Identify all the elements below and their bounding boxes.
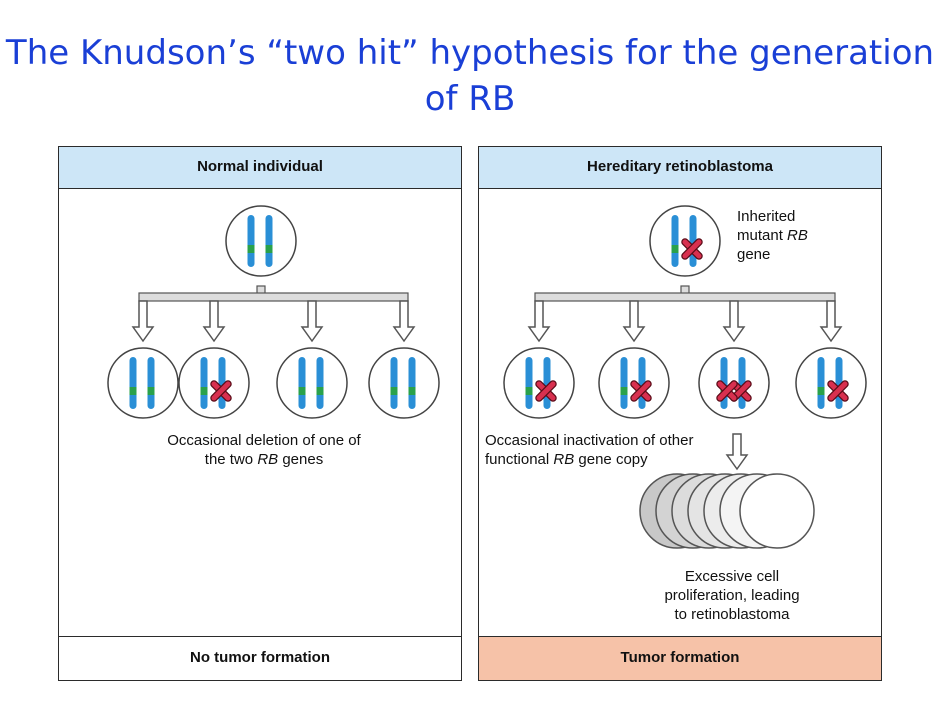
rb-gene-band: [265, 245, 273, 253]
diagram-normal-individual: [107, 205, 440, 419]
rb-gene-band: [525, 387, 533, 395]
down-arrow-icon: [725, 433, 749, 471]
branch-bar: [534, 292, 836, 302]
proliferation-label: Excessive cell proliferation, leading to…: [664, 568, 800, 623]
panel-hereditary-retinoblastoma: Hereditary retinoblastoma Inherited muta…: [478, 146, 882, 681]
chromosome: [817, 357, 825, 409]
chromosome: [390, 357, 398, 409]
chromosome: [408, 357, 416, 409]
rb-gene-band: [390, 387, 398, 395]
rb-gene-band: [247, 245, 255, 253]
chromosome: [200, 357, 208, 409]
mutation-x-icon: [827, 380, 849, 402]
rb-gene-band: [620, 387, 628, 395]
chromosome: [129, 357, 137, 409]
panel-footer: Tumor formation: [479, 636, 881, 680]
rb-gene-band: [316, 387, 324, 395]
down-arrow-icon: [202, 300, 226, 343]
panel-footer: No tumor formation: [59, 636, 461, 680]
chromosome: [316, 357, 324, 409]
panel-normal-individual: Normal individual Occasional deletion of…: [58, 146, 462, 681]
diagram-hereditary-retinoblastoma: [503, 205, 867, 549]
mutation-x-icon: [681, 238, 703, 260]
rb-gene-band: [147, 387, 155, 395]
chromosome: [298, 357, 306, 409]
down-arrow-icon: [300, 300, 324, 343]
down-arrow-icon: [819, 300, 843, 343]
chromosome: [247, 215, 255, 267]
down-arrow-icon: [392, 300, 416, 343]
rb-gene-band: [129, 387, 137, 395]
rb-gene-band: [671, 245, 679, 253]
panel-header: Normal individual: [59, 147, 461, 189]
chromosome: [671, 215, 679, 267]
mutation-x-icon: [210, 380, 232, 402]
down-arrow-icon: [527, 300, 551, 343]
chromosome: [265, 215, 273, 267]
rb-gene-band: [408, 387, 416, 395]
rb-gene-band: [817, 387, 825, 395]
chromosome: [147, 357, 155, 409]
cell: [368, 347, 440, 419]
cell: [276, 347, 348, 419]
down-arrow-icon: [722, 300, 746, 343]
mutation-x-icon: [630, 380, 652, 402]
chromosome: [620, 357, 628, 409]
tumor-cell: [739, 473, 815, 549]
branch-bar: [138, 292, 409, 302]
slide-title: The Knudson’s “two hit” hypothesis for t…: [5, 33, 935, 119]
cell: [225, 205, 297, 277]
down-arrow-icon: [131, 300, 155, 343]
inactivation-label: Occasional inactivation of other functio…: [485, 432, 694, 468]
chromosome: [525, 357, 533, 409]
panel-header: Hereditary retinoblastoma: [479, 147, 881, 189]
down-arrow-icon: [622, 300, 646, 343]
rb-gene-band: [200, 387, 208, 395]
cell: [107, 347, 179, 419]
mutation-x-icon: [716, 380, 738, 402]
proliferating-cells: [639, 473, 815, 549]
deletion-label: Occasional deletion of one of the two RB…: [167, 432, 361, 468]
inherited-mutant-label: Inherited mutant RB gene: [737, 208, 808, 263]
mutation-x-icon: [535, 380, 557, 402]
rb-gene-band: [298, 387, 306, 395]
